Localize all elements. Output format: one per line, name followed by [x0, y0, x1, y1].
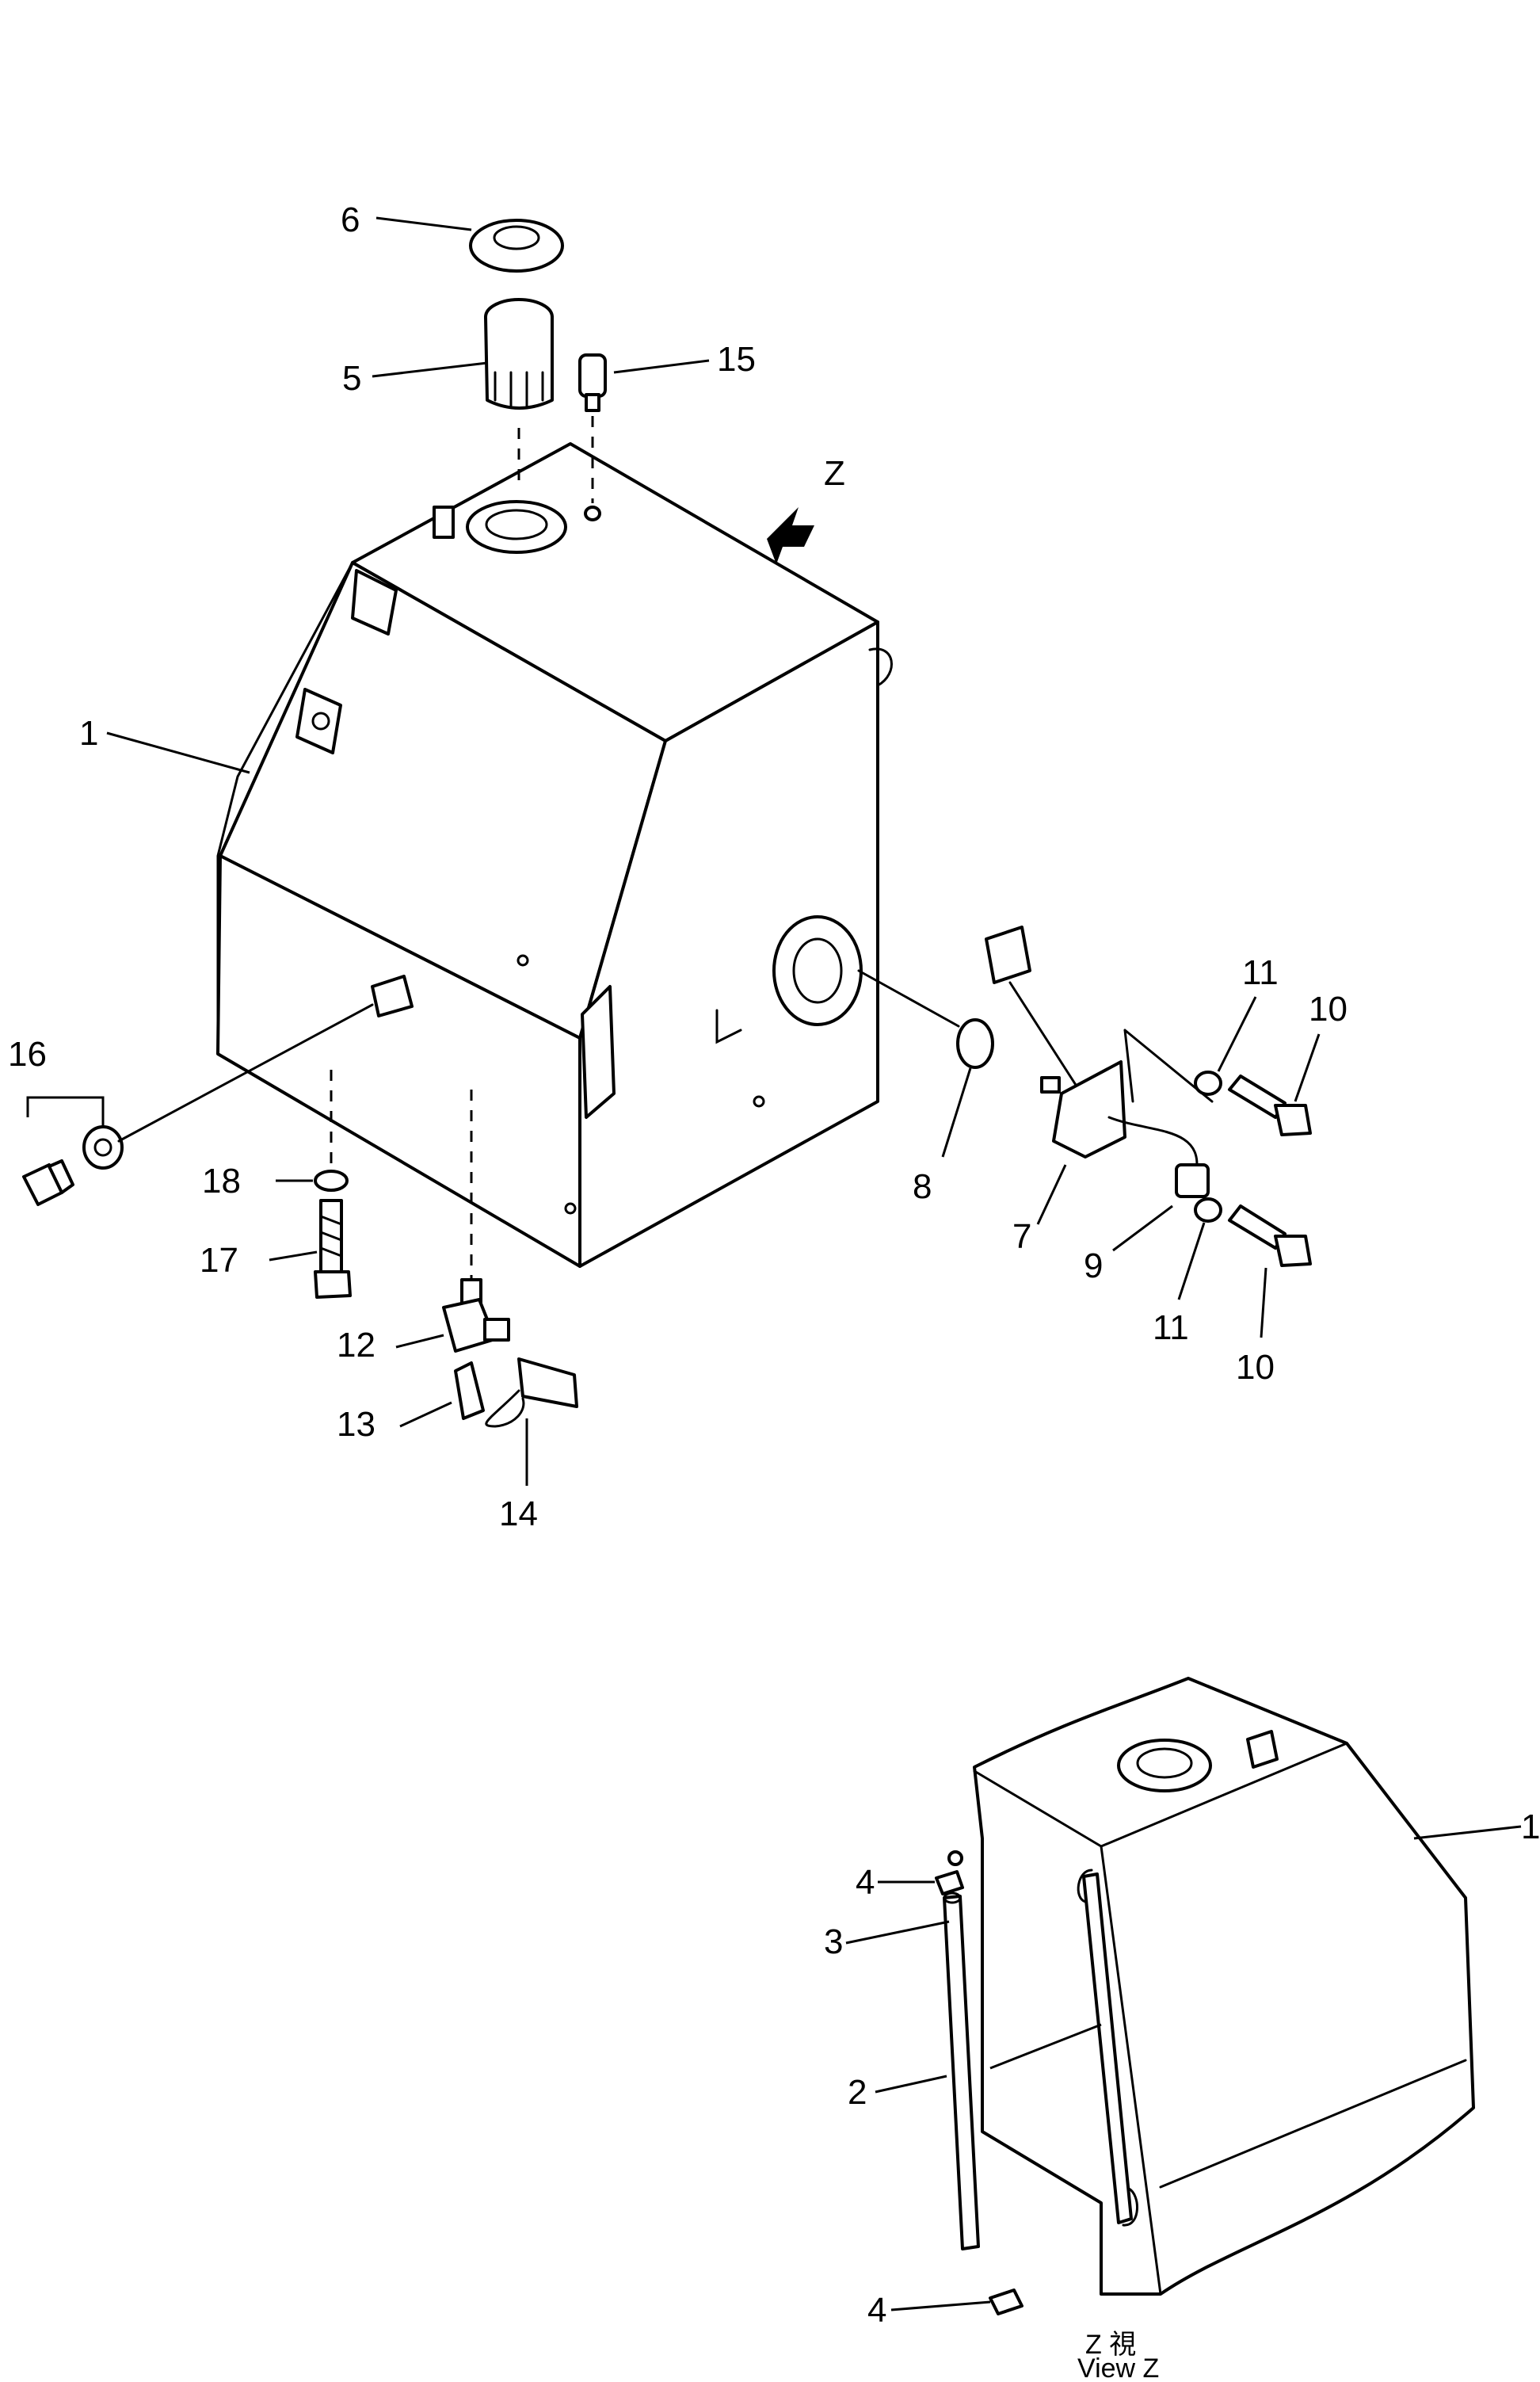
view-marker-label: Z	[824, 454, 845, 493]
view-z-arrow: Z	[767, 454, 845, 564]
callout-9: 9	[1084, 1246, 1103, 1285]
callout-8: 8	[913, 1167, 932, 1206]
view-callout-1: 1	[1521, 1807, 1540, 1846]
callout-labels: 6 5 15 1 16 18 17 12 13 14 8 7 9 11 10 1…	[8, 200, 1540, 2382]
breather-icon	[578, 353, 607, 503]
callout-11: 11	[1242, 953, 1279, 992]
callout-7: 7	[1012, 1217, 1031, 1256]
callout-1: 1	[79, 714, 98, 753]
callout-17: 17	[200, 1241, 238, 1280]
callout-13: 13	[337, 1405, 375, 1444]
fuel-tank-icon	[216, 442, 893, 1268]
filler-cap-icon	[469, 219, 564, 273]
view-callout-4-lower: 4	[867, 2291, 886, 2330]
callout-14: 14	[499, 1494, 538, 1533]
view-caption-jp: Z 視	[1085, 2330, 1136, 2360]
level-gauge-icon	[985, 926, 1214, 1198]
bolt-icon	[1194, 1071, 1312, 1267]
view-caption-en: View Z	[1077, 2353, 1159, 2382]
callout-5: 5	[342, 359, 361, 398]
callout-18: 18	[202, 1162, 241, 1201]
callout-16: 16	[8, 1035, 47, 1074]
callout-leaders	[26, 216, 1522, 2311]
view-callout-4: 4	[856, 1863, 875, 1902]
view-z-tank-icon	[973, 1677, 1475, 2296]
bolt-icon	[314, 1070, 352, 1299]
callout-11-lower: 11	[1153, 1308, 1189, 1347]
o-ring-icon	[956, 1018, 994, 1069]
strainer-icon	[484, 298, 554, 487]
callout-15: 15	[717, 340, 756, 379]
callout-10-lower: 10	[1236, 1348, 1275, 1387]
callout-6: 6	[341, 200, 360, 239]
view-callout-3: 3	[824, 1922, 843, 1961]
drain-plug-icon	[22, 1003, 374, 1206]
sight-tube-icon	[935, 1850, 1023, 2315]
view-callout-2: 2	[848, 2073, 867, 2112]
callout-12: 12	[337, 1326, 375, 1365]
drain-valve-icon	[442, 1090, 578, 1428]
callout-10: 10	[1309, 990, 1348, 1029]
